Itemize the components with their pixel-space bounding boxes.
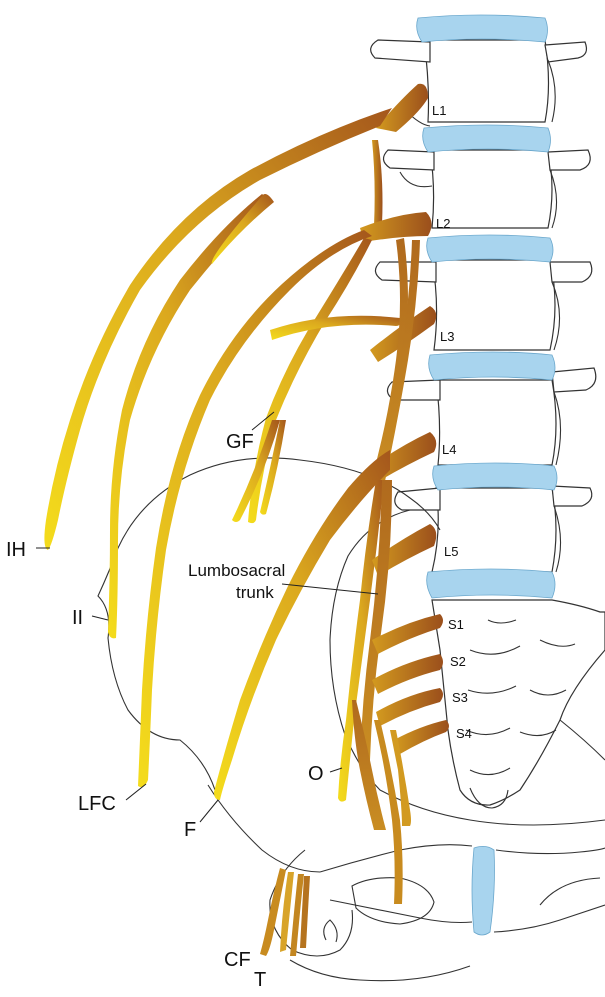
label-trunk: trunk (236, 583, 274, 602)
label-l3: L3 (440, 329, 454, 344)
nerve-s4-root (394, 720, 449, 754)
spinous-process-l2 (548, 150, 590, 170)
ilium-inner-line (208, 785, 320, 872)
label-l1: L1 (432, 103, 446, 118)
disc-l4-l5 (433, 463, 557, 490)
label-t: T (254, 969, 266, 991)
nerve-s3-root (376, 688, 443, 726)
disc-l2-l3 (427, 235, 553, 262)
obturator-foramen (352, 878, 434, 924)
label-lfc: LFC (78, 793, 116, 815)
leader-ii (92, 616, 108, 620)
label-o: O (308, 763, 324, 785)
label-lumbosacral: Lumbosacral (188, 561, 285, 580)
label-l4: L4 (442, 442, 456, 457)
label-cf: CF (224, 949, 251, 971)
leader-lfc (126, 784, 146, 800)
label-f: F (184, 819, 196, 841)
lower-pelvis-edge (290, 960, 470, 981)
spinous-process-l3 (550, 262, 592, 282)
pubic-symphysis (472, 846, 495, 935)
vertebra-l5 (432, 488, 556, 572)
label-ih: IH (6, 539, 26, 561)
right-pubis (494, 848, 605, 932)
lumbar-plexus-nerves (44, 84, 449, 956)
spinous-process-l1 (545, 42, 586, 62)
nerve-iliohypogastric (44, 108, 392, 550)
label-ii: II (72, 607, 83, 629)
disc-l3-l4 (429, 352, 555, 380)
acetabulum-notch (324, 920, 337, 942)
nerve-l2-root (360, 212, 432, 242)
transverse-process-l1 (371, 40, 430, 62)
nerve-l1-root (376, 84, 428, 132)
nerve-s2-root (372, 654, 443, 694)
transverse-process-l5 (395, 488, 440, 510)
disc-l1-l2 (423, 125, 551, 152)
label-s4: S4 (456, 726, 472, 741)
nerve-genitofemoral (248, 238, 372, 523)
spinous-process-l4 (552, 368, 596, 392)
disc-t12-l1 (417, 15, 548, 42)
nerve-l1-l2-connector (372, 140, 383, 226)
label-s3: S3 (452, 690, 468, 705)
label-s1: S1 (448, 617, 464, 632)
label-l2: L2 (436, 216, 450, 231)
label-l5: L5 (444, 544, 458, 559)
nerve-l2-l3-cross (270, 316, 401, 340)
transverse-process-l2 (383, 150, 434, 170)
label-s2: S2 (450, 654, 466, 669)
spinous-process-l5 (552, 486, 592, 506)
disc-l5-s1 (427, 569, 555, 598)
label-gf: GF (226, 431, 254, 453)
leader-f (200, 800, 218, 822)
leader-lines (36, 412, 378, 822)
